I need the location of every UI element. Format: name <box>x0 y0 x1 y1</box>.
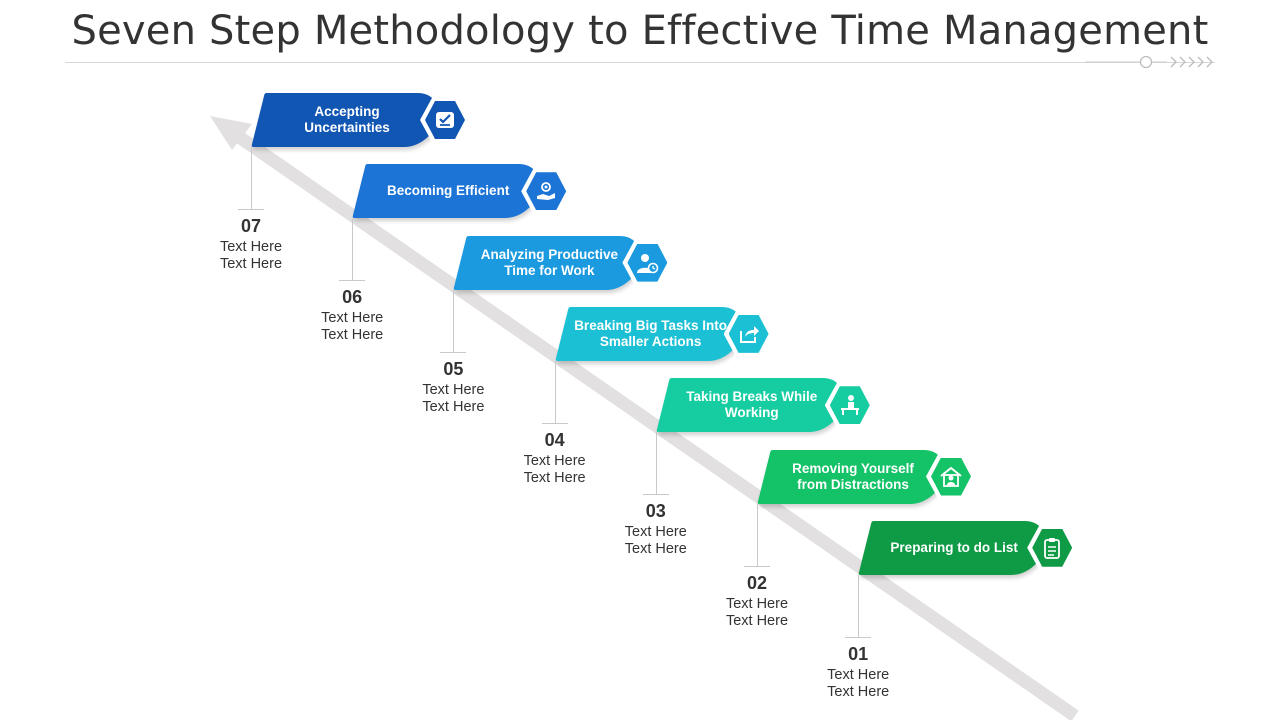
step-label: Becoming Efficient <box>387 183 510 199</box>
step-label: Accepting Uncertainties <box>304 104 390 135</box>
step-text-line: Text Here <box>219 239 283 255</box>
checklist-icon <box>425 101 465 139</box>
share-icon <box>728 314 769 353</box>
step-connector-line <box>858 574 860 637</box>
person-clock-icon <box>627 243 668 282</box>
step-banner-02[interactable]: Removing Yourself from Distractions <box>757 449 954 506</box>
step-text-line: Text Here <box>523 469 586 486</box>
step-banner-04[interactable]: Breaking Big Tasks Into Smaller Actions <box>554 306 752 363</box>
step-number: 06 <box>342 287 363 308</box>
step-banner-03[interactable]: Taking Breaks While Working <box>656 378 853 434</box>
step-text-line: Text Here <box>725 612 789 629</box>
title-underline <box>65 62 1215 63</box>
step-label: Taking Breaks While Working <box>686 389 818 421</box>
step-banner-06[interactable]: Becoming Efficient <box>352 164 549 220</box>
step-connector-foot <box>541 422 568 424</box>
step-banner-01[interactable]: Preparing to do List <box>858 520 1055 577</box>
step-number: 02 <box>746 572 768 593</box>
step-connector-line <box>352 218 354 281</box>
step-connector-foot <box>845 636 872 638</box>
step-text-line: Text Here <box>827 683 890 700</box>
step-connector-foot <box>440 351 467 353</box>
step-text-line: Text Here <box>321 327 384 344</box>
home-person-icon <box>931 457 971 496</box>
step-number: 04 <box>544 429 565 450</box>
step-icon-badge <box>622 239 673 286</box>
step-banner-05[interactable]: Analyzing Productive Time for Work <box>453 235 650 292</box>
step-connector-line <box>655 432 657 495</box>
clipboard-icon <box>1032 528 1073 567</box>
step-icon-badge <box>1027 524 1078 571</box>
decorative-circle-chevrons-icon <box>1085 55 1213 69</box>
step-text-line: Text Here <box>422 398 485 415</box>
step-number: 05 <box>443 358 464 379</box>
step-label: Preparing to do List <box>890 539 1018 555</box>
gear-hand-icon <box>526 172 567 211</box>
step-number: 07 <box>240 216 262 236</box>
step-banner-07[interactable]: Accepting Uncertainties <box>251 93 448 149</box>
step-number: 01 <box>848 643 869 664</box>
step-connector-foot <box>238 209 264 210</box>
step-label: Breaking Big Tasks Into Smaller Actions <box>574 317 727 349</box>
step-label: Removing Yourself from Distractions <box>792 460 914 492</box>
person-desk-icon <box>829 386 870 425</box>
step-connector-foot <box>339 280 366 282</box>
step-connector-foot <box>642 494 669 496</box>
step-connector-line <box>757 503 758 566</box>
step-connector-line <box>554 360 556 423</box>
step-text-line: Text Here <box>321 310 384 327</box>
step-text-line: Text Here <box>725 595 789 612</box>
step-label: Analyzing Productive Time for Work <box>480 246 619 278</box>
page-title: Seven Step Methodology to Effective Time… <box>71 8 1209 54</box>
step-text-line: Text Here <box>219 256 283 272</box>
step-text-line: Text Here <box>827 666 890 683</box>
step-text-line: Text Here <box>422 381 485 398</box>
step-number: 03 <box>645 501 666 522</box>
step-text-line: Text Here <box>624 541 687 558</box>
step-connector-line <box>453 289 455 352</box>
step-text-line: Text Here <box>523 452 586 469</box>
step-connector-foot <box>744 565 770 567</box>
step-text-line: Text Here <box>624 524 687 541</box>
step-connector-line <box>251 147 252 209</box>
step-icon-badge <box>420 97 470 143</box>
